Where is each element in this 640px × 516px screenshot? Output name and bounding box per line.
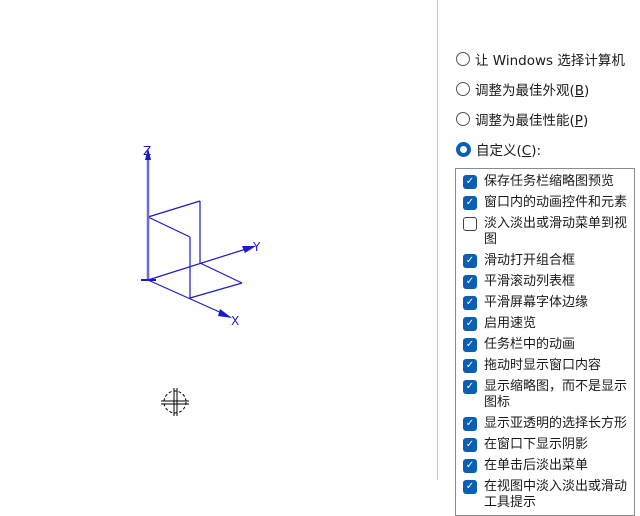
checkbox-item[interactable]: ✓ 滑动打开组合框 <box>456 250 634 271</box>
radio-best-appearance[interactable]: 调整为最佳外观(B) <box>456 79 589 99</box>
label-suffix: ) <box>582 113 589 129</box>
z-arrow-icon <box>145 148 151 160</box>
checkbox-checked-icon[interactable]: ✓ <box>463 417 477 431</box>
radio-best-performance[interactable]: 调整为最佳性能(P) <box>456 109 588 129</box>
radio-let-windows-choose[interactable]: 让 Windows 选择计算机 <box>456 49 625 69</box>
crosshair-cursor-icon <box>161 388 189 416</box>
checkbox-label: 在窗口下显示阴影 <box>484 437 589 452</box>
checkbox-checked-icon[interactable]: ✓ <box>463 480 477 494</box>
checkbox-item[interactable]: ✓ 启用速览 <box>456 313 634 334</box>
performance-options-panel: 让 Windows 选择计算机 调整为最佳外观(B) 调整为最佳性能(P) 自定… <box>437 0 640 516</box>
label-suffix: ) <box>584 83 590 99</box>
label-text: 自定义( <box>476 143 522 159</box>
label-text: 调整为最佳外观( <box>475 83 575 99</box>
checkbox-label: 显示亚透明的选择长方形 <box>484 416 628 431</box>
checkbox-checked-icon[interactable]: ✓ <box>463 338 477 352</box>
radio-label: 自定义(C): <box>476 139 541 159</box>
y-label: Y <box>252 240 261 254</box>
checkbox-item[interactable]: ✓ 平滑滚动列表框 <box>456 271 634 292</box>
checkbox-item[interactable]: ✓ 在视图中淡入淡出或滑动工具提示 <box>456 476 634 513</box>
checkbox-item[interactable]: ✓ 任务栏中的动画 <box>456 334 634 355</box>
z-label: Z <box>143 144 151 158</box>
checkbox-checked-icon[interactable]: ✓ <box>463 459 477 473</box>
radio-icon <box>456 82 470 96</box>
checkbox-checked-icon[interactable]: ✓ <box>463 438 477 452</box>
checkbox-label: 启用速览 <box>484 316 537 331</box>
checkbox-label: 在单击后淡出菜单 <box>484 458 589 473</box>
checkbox-checked-icon[interactable]: ✓ <box>463 254 477 268</box>
checkbox-item[interactable]: ✓ 平滑屏幕字体边缘 <box>456 292 634 313</box>
checkbox-label: 拖动时显示窗口内容 <box>484 358 602 373</box>
checkbox-checked-icon[interactable]: ✓ <box>463 359 477 373</box>
checkbox-item[interactable]: ✓ 在单击后淡出菜单 <box>456 455 634 476</box>
radio-icon <box>456 52 470 66</box>
checkbox-checked-icon[interactable]: ✓ <box>463 317 477 331</box>
y-arrow-icon <box>242 246 256 253</box>
checkbox-label: 平滑屏幕字体边缘 <box>484 295 589 310</box>
checkbox-item[interactable]: ✓ 显示缩略图，而不是显示图标 <box>456 376 634 413</box>
checkbox-item[interactable]: 淡入淡出或滑动菜单到视图 <box>456 213 634 250</box>
checkbox-item[interactable]: ✓ 显示亚透明的选择长方形 <box>456 413 634 434</box>
x-arrow-icon <box>218 309 232 318</box>
checkbox-checked-icon[interactable]: ✓ <box>463 196 477 210</box>
checkbox-checked-icon[interactable]: ✓ <box>463 296 477 310</box>
checkbox-checked-icon[interactable]: ✓ <box>463 175 477 189</box>
mnemonic: P <box>574 113 583 129</box>
ucs-frame <box>147 200 243 299</box>
checkbox-label: 显示缩略图，而不是显示图标 <box>484 379 628 410</box>
checkbox-checked-icon[interactable]: ✓ <box>463 275 477 289</box>
mnemonic: C <box>521 143 532 159</box>
axis-triad: Z Y X <box>141 144 261 416</box>
checkbox-label: 平滑滚动列表框 <box>484 274 576 289</box>
checkbox-item[interactable]: ✓ 拖动时显示窗口内容 <box>456 355 634 376</box>
radio-icon <box>456 112 470 126</box>
checkbox-label: 淡入淡出或滑动菜单到视图 <box>484 216 628 247</box>
x-label: X <box>231 314 239 328</box>
radio-custom[interactable]: 自定义(C): <box>456 139 541 159</box>
label-suffix: ): <box>531 143 542 159</box>
label-text: 调整为最佳性能( <box>475 113 575 129</box>
radio-label: 调整为最佳性能(P) <box>475 109 588 129</box>
checkbox-item[interactable]: ✓ 在窗口下显示阴影 <box>456 434 634 455</box>
mnemonic: B <box>574 83 585 99</box>
checkbox-label: 任务栏中的动画 <box>484 337 576 352</box>
checkbox-label: 在视图中淡入淡出或滑动工具提示 <box>484 479 628 510</box>
radio-label: 调整为最佳外观(B) <box>475 79 589 99</box>
checkbox-label: 滑动打开组合框 <box>484 253 576 268</box>
radio-selected-icon <box>456 141 471 157</box>
checkbox-checked-icon[interactable]: ✓ <box>463 380 477 394</box>
checkbox-item[interactable]: ✓ 窗口内的动画控件和元素 <box>456 192 634 213</box>
visual-effects-list[interactable]: ✓ 保存任务栏缩略图预览 ✓ 窗口内的动画控件和元素淡入淡出或滑动菜单到视图 ✓ 滑动打开… <box>455 168 635 516</box>
x-axis <box>147 279 225 315</box>
cad-viewport[interactable]: Z Y X <box>0 0 437 480</box>
checkbox-item[interactable]: ✓ 保存任务栏缩略图预览 <box>456 171 634 192</box>
y-axis <box>147 248 247 281</box>
checkbox-label: 保存任务栏缩略图预览 <box>484 174 615 189</box>
checkbox-unchecked-icon[interactable] <box>463 217 477 231</box>
checkbox-label: 窗口内的动画控件和元素 <box>484 195 628 210</box>
radio-label: 让 Windows 选择计算机 <box>475 53 625 69</box>
